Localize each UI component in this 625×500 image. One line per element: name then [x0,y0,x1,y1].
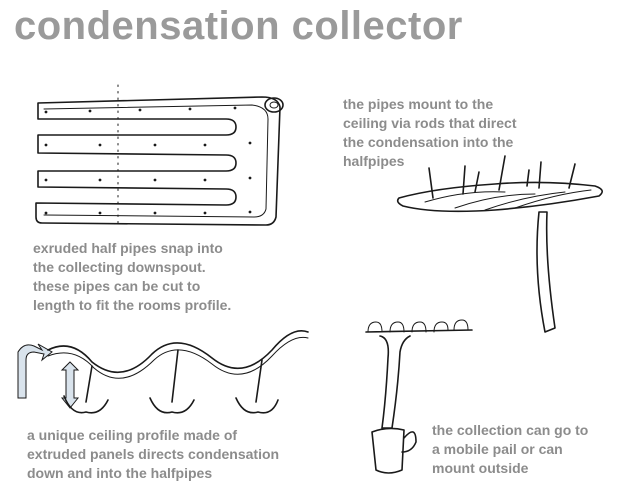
caption-line: halfpipes [343,153,405,169]
caption-line: the collection can go to [432,422,589,438]
caption-line: down and into the halfpipes [27,465,213,481]
caption-line: the collecting downspout. [33,259,206,275]
caption-line: a unique ceiling profile made of [27,427,238,443]
pail-sketch [365,319,473,474]
caption-mount: the pipes mount to the ceiling via rods … [343,95,517,171]
caption-line: the pipes mount to the [343,96,494,112]
ceiling-profile-sketch [17,330,309,414]
page-title: condensation collector [14,4,463,48]
caption-line: mount outside [432,460,529,476]
caption-ceiling-profile: a unique ceiling profile made of extrude… [27,426,279,483]
caption-line: length to fit the rooms profile. [33,297,232,313]
caption-line: extruded panels directs condensation [27,446,280,462]
caption-line: the condensation into the [343,134,514,150]
caption-line: exruded half pipes snap into [33,240,223,256]
half-pipes-sketch [35,84,284,226]
caption-line: ceiling via rods that direct [343,115,517,131]
caption-line: these pipes can be cut to [33,278,201,294]
ceiling-mount-sketch [396,155,603,333]
caption-line: a mobile pail or can [432,441,563,457]
caption-collection: the collection can go to a mobile pail o… [432,421,588,478]
caption-half-pipes: exruded half pipes snap into the collect… [33,239,231,315]
